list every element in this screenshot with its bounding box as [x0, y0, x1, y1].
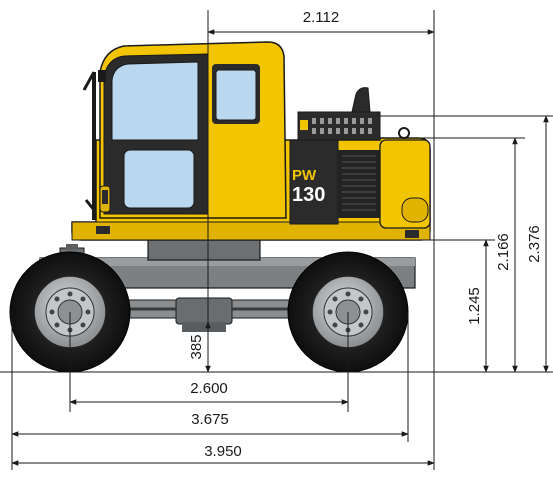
- label-wheelbase: 2.600: [190, 380, 228, 397]
- label-length-overall: 3.950: [204, 443, 242, 460]
- label-height-counterweight: 1.245: [466, 287, 483, 325]
- operator-cab: [82, 41, 287, 220]
- label-length-wheels: 3.675: [191, 411, 229, 428]
- label-height-overall: 2.376: [526, 225, 543, 263]
- dimension-lines: [0, 10, 553, 470]
- engine-hood: [297, 87, 410, 141]
- excavator-illustration: PW 130: [9, 41, 431, 373]
- label-ground-clearance: 385: [188, 334, 205, 359]
- model-badge: PW 130: [292, 167, 325, 206]
- badge-model: PW: [292, 167, 317, 184]
- label-top-width: 2.112: [303, 9, 339, 26]
- engine-grille: [342, 155, 376, 211]
- label-height-engine: 2.166: [495, 233, 512, 271]
- dimension-labels: 2.112 2.376 2.166 1.245 385 2.600 3.675 …: [188, 9, 543, 460]
- badge-number: 130: [292, 184, 325, 206]
